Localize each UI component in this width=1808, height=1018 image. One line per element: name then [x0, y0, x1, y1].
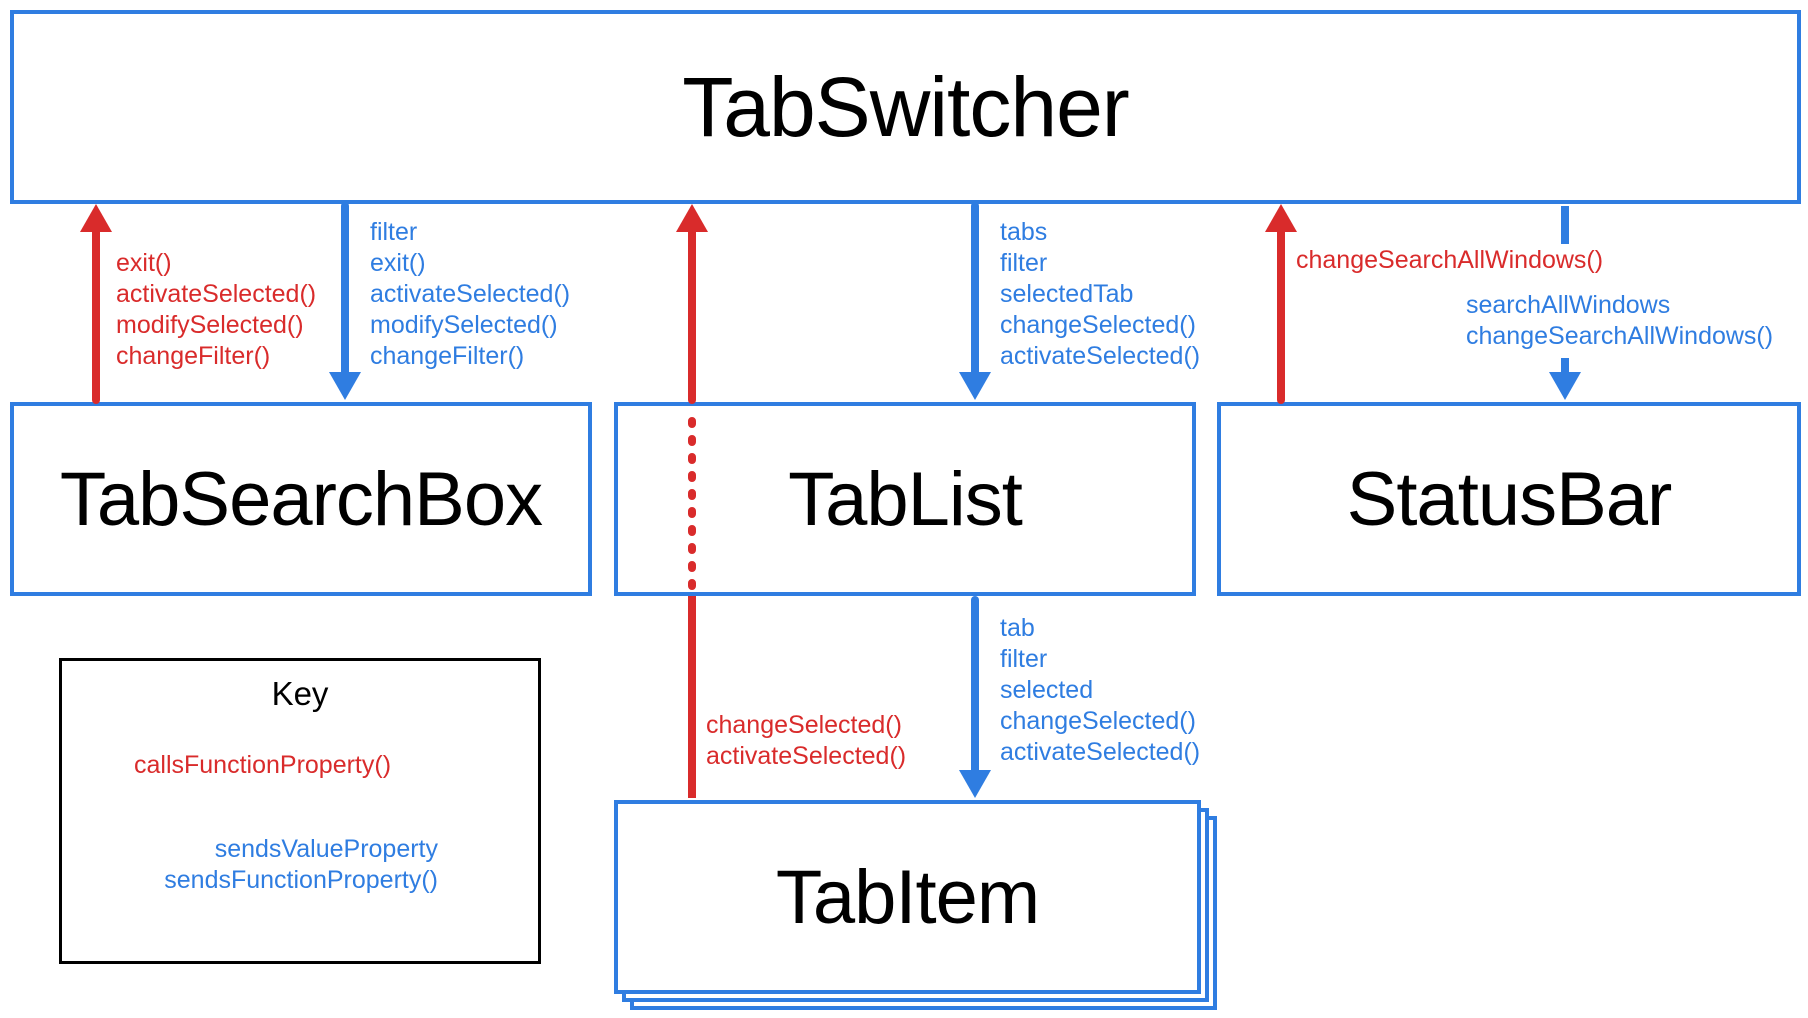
tab-item-down-arrow	[959, 596, 991, 798]
edge-label: activateSelected()	[370, 280, 571, 308]
tab-list-box: TabList	[614, 402, 1196, 596]
edge-label: selectedTab	[1000, 280, 1134, 308]
search-box-down-arrow	[329, 202, 361, 400]
edge-label: exit()	[116, 249, 172, 277]
legend-value-label: sendsValueProperty	[214, 835, 438, 863]
edge-label: tabs	[1000, 218, 1048, 246]
legend-box: Key	[59, 658, 541, 964]
status-bar-box: StatusBar	[1217, 402, 1801, 596]
edge-label: modifySelected()	[370, 311, 558, 339]
edge-label: activateSelected()	[706, 742, 907, 770]
edge-label: activateSelected()	[1000, 342, 1201, 370]
tab-search-box-title: TabSearchBox	[59, 456, 543, 542]
edge-label: changeFilter()	[116, 342, 271, 370]
status-bar-up-labels: changeSearchAllWindows()	[1296, 245, 1603, 276]
status-bar-up-arrow	[1265, 204, 1297, 404]
status-bar-down-labels: searchAllWindows changeSearchAllWindows(…	[1466, 290, 1773, 352]
edge-label: selected	[1000, 676, 1094, 704]
status-bar-title: StatusBar	[1346, 456, 1673, 542]
tab-item-title: TabItem	[775, 854, 1040, 940]
search-box-up-labels: exit() activateSelected() modifySelected…	[116, 248, 316, 372]
edge-label: filter	[1000, 645, 1048, 673]
search-box-down-labels: filter exit() activateSelected() modifyS…	[370, 217, 570, 372]
edge-label: changeFilter()	[370, 342, 525, 370]
edge-label: modifySelected()	[116, 311, 304, 339]
tab-switcher-title: TabSwitcher	[682, 59, 1130, 154]
edge-label: changeSelected()	[1000, 707, 1196, 735]
tab-list-title: TabList	[788, 456, 1023, 542]
tab-search-box-box: TabSearchBox	[10, 402, 592, 596]
tab-item-box: TabItem	[614, 800, 1201, 994]
tab-item-down-labels: tab filter selected changeSelected() act…	[1000, 613, 1200, 768]
tab-list-down-arrow	[959, 202, 991, 400]
edge-label: changeSearchAllWindows()	[1296, 246, 1604, 274]
edge-label: filter	[370, 218, 418, 246]
edge-label: changeSearchAllWindows()	[1466, 322, 1774, 350]
legend-function-label: callsFunctionProperty()	[134, 751, 392, 779]
edge-label: exit()	[370, 249, 426, 277]
edge-label: activateSelected()	[116, 280, 317, 308]
edge-label: tab	[1000, 614, 1035, 642]
edge-label: filter	[1000, 249, 1048, 277]
edge-label: changeSelected()	[706, 711, 902, 739]
legend-value-labels: sendsValueProperty sendsFunctionProperty…	[150, 834, 438, 896]
search-box-up-arrow	[80, 204, 112, 404]
tab-item-up-labels: changeSelected() activateSelected()	[706, 710, 906, 772]
tab-list-down-labels: tabs filter selectedTab changeSelected()…	[1000, 217, 1200, 372]
tab-switcher-box: TabSwitcher	[10, 10, 1801, 204]
edge-label: searchAllWindows	[1466, 291, 1671, 319]
legend-title: Key	[271, 675, 329, 712]
legend-value-label: sendsFunctionProperty()	[164, 866, 438, 894]
edge-label: activateSelected()	[1000, 738, 1201, 766]
edge-label: changeSelected()	[1000, 311, 1196, 339]
